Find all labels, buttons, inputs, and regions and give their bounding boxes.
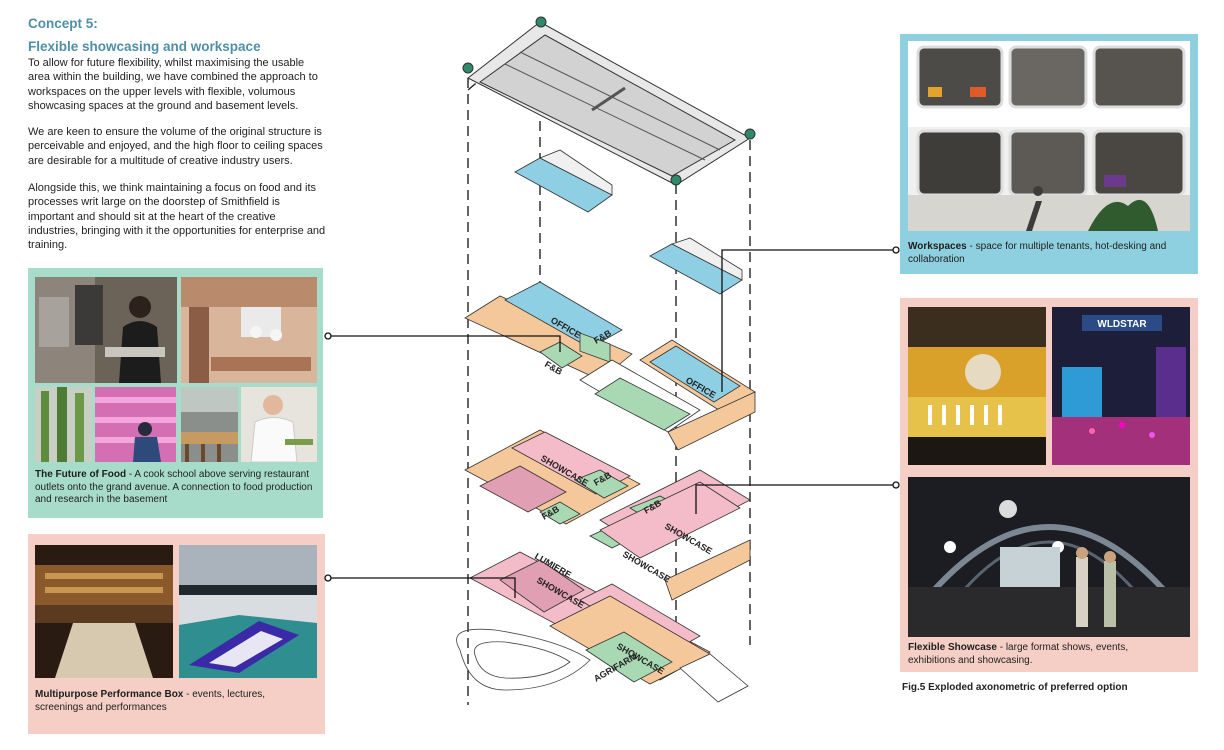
expo-photo: WLDSTAR xyxy=(1052,307,1190,465)
intro-paragraph-2: We are keen to ensure the volume of the … xyxy=(28,126,323,167)
wildstar-sign: WLDSTAR xyxy=(1097,319,1147,330)
intro-paragraph-3: Alongside this, we think maintaining a f… xyxy=(28,182,326,252)
restaurant-photo xyxy=(181,387,238,462)
performance-caption-text: - events, lectures, screenings and perfo… xyxy=(35,689,266,713)
food-panel: The Future of Food - A cook school above… xyxy=(28,268,323,518)
kitchen-photo xyxy=(181,277,317,383)
cook-school-photo xyxy=(35,277,177,383)
runway-photo xyxy=(908,477,1190,637)
hydroponics-photo xyxy=(95,387,176,462)
performance-caption: Multipurpose Performance Box - events, l… xyxy=(35,689,285,714)
auditorium-photo xyxy=(35,545,173,678)
figure-caption: Fig.5 Exploded axonometric of preferred … xyxy=(902,682,1128,693)
showcase-panel: WLDSTAR Flexible Showcase - large format… xyxy=(900,298,1198,672)
food-caption-text: - A cook school above serving restaurant… xyxy=(35,469,313,505)
basement-level xyxy=(456,551,749,703)
vertical-farm-photo xyxy=(35,387,92,462)
showcase-caption-text: - large format shows, events, exhibition… xyxy=(908,642,1129,666)
ground-level xyxy=(464,429,751,601)
concept-title: Flexible showcasing and workspace xyxy=(28,39,261,54)
food-caption: The Future of Food - A cook school above… xyxy=(35,469,315,507)
workspaces-caption: Workspaces - space for multiple tenants,… xyxy=(908,241,1190,266)
workspace-photo xyxy=(908,41,1190,231)
roof-level xyxy=(462,16,756,186)
chef-photo xyxy=(241,387,317,462)
showcase-caption: Flexible Showcase - large format shows, … xyxy=(908,642,1178,667)
performance-caption-title: Multipurpose Performance Box xyxy=(35,689,184,700)
mezzanine-pods xyxy=(514,149,743,295)
fashion-show-photo xyxy=(908,307,1046,465)
workspaces-panel: Workspaces - space for multiple tenants,… xyxy=(900,34,1198,274)
intro-paragraph-1: To allow for future flexibility, whilst … xyxy=(28,57,318,112)
concept-label: Concept 5: xyxy=(28,16,98,31)
performance-panel: Multipurpose Performance Box - events, l… xyxy=(28,534,325,734)
hall-photo xyxy=(179,545,317,678)
workspaces-caption-title: Workspaces xyxy=(908,241,967,252)
leader-lines xyxy=(324,246,900,598)
showcase-caption-title: Flexible Showcase xyxy=(908,642,997,653)
upper-level xyxy=(464,281,756,451)
workspaces-caption-text: - space for multiple tenants, hot-deskin… xyxy=(908,241,1167,265)
food-caption-title: The Future of Food xyxy=(35,469,127,480)
